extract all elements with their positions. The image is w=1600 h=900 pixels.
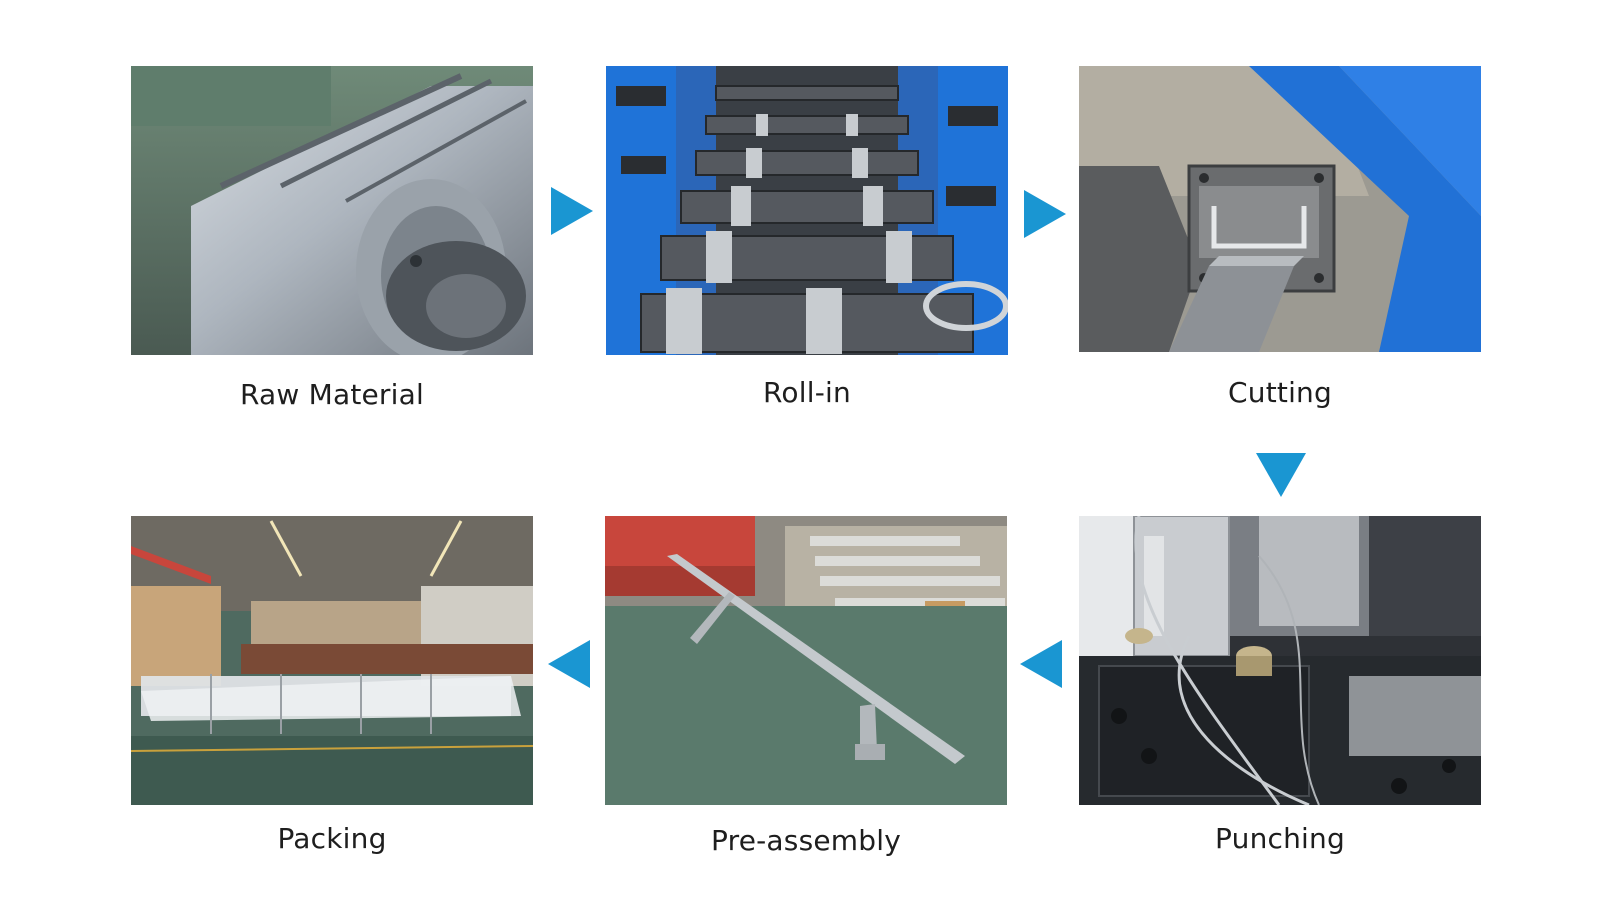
arrow-right-icon	[551, 187, 593, 235]
solar-bracket-preassembly-photo	[605, 516, 1007, 805]
arrow-down-icon	[1256, 453, 1306, 497]
step-label: Pre-assembly	[711, 824, 901, 857]
step-punching: Punching	[1079, 516, 1481, 855]
step-label: Roll-in	[763, 376, 851, 409]
step-label: Packing	[277, 822, 387, 855]
cutting-die-photo	[1079, 66, 1481, 352]
step-roll-in: Roll-in	[606, 66, 1008, 409]
arrow-left-icon	[548, 640, 590, 688]
step-packing: Packing	[131, 516, 533, 855]
step-pre-assembly: Pre-assembly	[605, 516, 1007, 857]
packed-rails-warehouse-photo	[131, 516, 533, 805]
step-raw-material: Raw Material	[131, 66, 533, 411]
roll-forming-machine-photo	[606, 66, 1008, 355]
step-label: Raw Material	[240, 378, 424, 411]
punching-press-photo	[1079, 516, 1481, 805]
step-cutting: Cutting	[1079, 66, 1481, 409]
steel-coil-photo	[131, 66, 533, 355]
arrow-right-icon	[1024, 190, 1066, 238]
arrow-left-icon	[1020, 640, 1062, 688]
step-label: Punching	[1215, 822, 1345, 855]
step-label: Cutting	[1228, 376, 1332, 409]
